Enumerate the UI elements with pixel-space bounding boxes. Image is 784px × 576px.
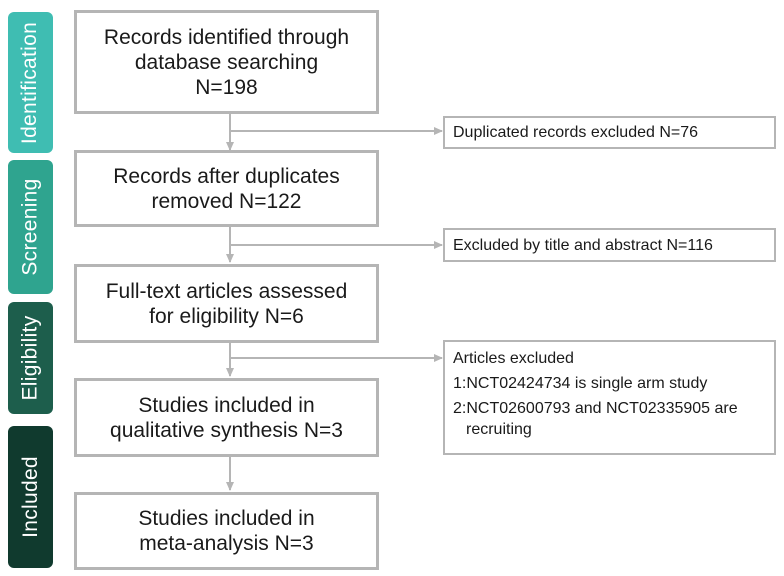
box-text: Full-text articles assessed: [105, 279, 348, 303]
box-text: N=198: [195, 75, 258, 99]
box-text: for eligibility N=6: [149, 304, 304, 328]
stage-tab-eligibility: Eligibility: [8, 302, 53, 414]
exclusion-item: 2:NCT02600793 and NCT02335905 are: [453, 400, 738, 417]
flow-box-meta-analysis: Studies included in meta-analysis N=3: [74, 492, 379, 570]
box-text: removed N=122: [151, 189, 302, 213]
box-text: Records after duplicates: [113, 164, 340, 188]
exclusion-item-continuation: recruiting: [466, 421, 532, 438]
flow-box-identified: Records identified through database sear…: [74, 10, 379, 114]
box-text: Records identified through: [103, 25, 350, 49]
flow-box-after-duplicates: Records after duplicates removed N=122: [74, 150, 379, 227]
flow-box-qualitative: Studies included in qualitative synthesi…: [74, 378, 379, 457]
box-text: qualitative synthesis N=3: [110, 418, 343, 442]
box-text: Studies included in: [138, 393, 315, 417]
stage-tab-screening: Screening: [8, 160, 53, 294]
exclusion-item: 1:NCT02424734 is single arm study: [453, 375, 708, 392]
exclusion-title: Articles excluded: [453, 350, 574, 367]
stage-tab-included: Included: [8, 426, 53, 568]
exclusion-box-duplicates: Duplicated records excluded N=76: [443, 116, 776, 149]
box-text: Studies included in: [138, 507, 315, 530]
flow-box-full-text: Full-text articles assessed for eligibil…: [74, 264, 379, 343]
box-text: meta-analysis N=3: [139, 532, 314, 555]
box-text: database searching: [134, 50, 319, 74]
exclusion-text: Duplicated records excluded N=76: [453, 124, 699, 141]
exclusion-box-articles: Articles excluded 1:NCT02424734 is singl…: [443, 340, 776, 455]
exclusion-box-title-abstract: Excluded by title and abstract N=116: [443, 228, 776, 262]
stage-tab-identification: Identification: [8, 12, 53, 153]
exclusion-text: Excluded by title and abstract N=116: [453, 236, 713, 254]
